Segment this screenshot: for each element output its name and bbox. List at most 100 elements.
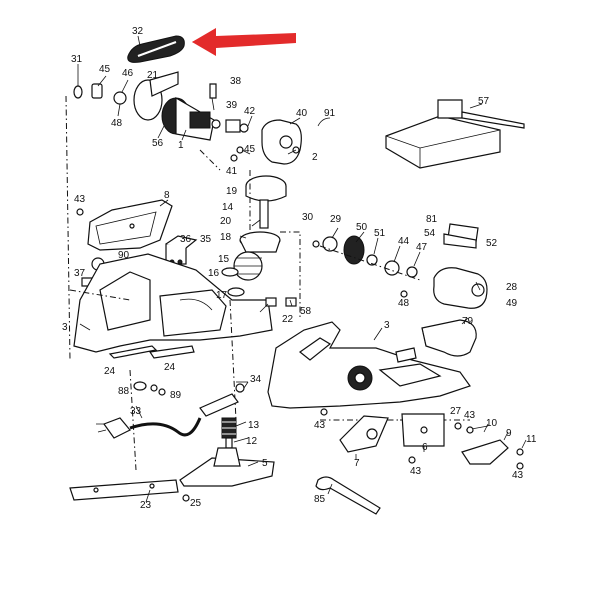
callout-18: 18 [220, 232, 232, 243]
pulley-stack [312, 235, 418, 278]
callout-52: 52 [486, 238, 498, 249]
plate-6 [401, 413, 445, 447]
callout-34: 34 [250, 374, 262, 385]
housing-left-3 [73, 253, 273, 353]
callout-39: 39 [226, 100, 238, 111]
callout-45: 45 [99, 64, 111, 75]
belt-cover-8 [87, 199, 173, 251]
callout-33: 33 [130, 406, 142, 417]
handle-34 [199, 381, 248, 417]
screw-27 [454, 422, 462, 430]
screw-45b [236, 146, 244, 154]
callout-44: 44 [398, 236, 410, 247]
callout-48b: 48 [398, 298, 410, 309]
callout-43b: 43 [314, 420, 326, 431]
callout-49: 49 [506, 298, 518, 309]
callout-56: 56 [152, 138, 164, 149]
screw-25 [182, 494, 190, 502]
callout-2: 2 [312, 152, 318, 163]
callout-51: 51 [374, 228, 386, 239]
callout-24b: 24 [164, 362, 176, 373]
callout-17: 17 [216, 290, 228, 301]
spring-13 [221, 417, 237, 449]
callout-28: 28 [506, 282, 518, 293]
callout-3b: 3 [384, 320, 390, 331]
screw-43c [466, 426, 474, 434]
plug-88-89 [133, 381, 166, 396]
callout-5: 5 [262, 458, 268, 469]
switch-36 [165, 235, 198, 265]
callout-27: 27 [450, 406, 462, 417]
field-housing-2 [261, 119, 302, 165]
depth-knob-19 [239, 175, 287, 253]
callout-45b: 45 [244, 144, 256, 155]
callout-7: 7 [354, 458, 360, 469]
screw-43b [320, 408, 328, 416]
callout-32: 32 [132, 26, 144, 37]
power-cord-33 [96, 417, 202, 439]
callout-11: 11 [526, 434, 537, 445]
callout-57: 57 [478, 96, 490, 107]
callout-81: 81 [426, 214, 438, 225]
callout-8: 8 [164, 190, 170, 201]
callout-24a: 24 [104, 366, 116, 377]
callout-6: 6 [422, 442, 428, 453]
callout-79: 79 [462, 316, 474, 327]
callout-23: 23 [140, 500, 152, 511]
callout-89: 89 [170, 390, 182, 401]
callout-16: 16 [208, 268, 220, 279]
assembly-line-8 [199, 149, 221, 171]
callout-50: 50 [356, 222, 368, 233]
callout-29: 29 [330, 214, 342, 225]
armature-assembly [73, 71, 249, 141]
callout-43d: 43 [410, 466, 422, 477]
callout-85: 85 [314, 494, 326, 505]
callout-54: 54 [424, 228, 436, 239]
handle-grip-79 [421, 319, 477, 357]
screw-48b [400, 290, 408, 298]
callout-43a: 43 [74, 194, 86, 205]
base-plate-23 [69, 479, 179, 501]
callout-30: 30 [302, 212, 314, 223]
washer-17 [227, 287, 245, 297]
clip-22 [265, 297, 277, 307]
screw-43e [516, 462, 524, 470]
screw-43d [408, 456, 416, 464]
callout-36: 36 [180, 234, 192, 245]
callout-20: 20 [220, 216, 232, 227]
callout-22: 22 [282, 314, 294, 325]
callout-88: 88 [118, 386, 130, 397]
callout-25: 25 [190, 498, 202, 509]
callout-12: 12 [246, 436, 258, 447]
bracket-81 [443, 223, 479, 249]
callout-48: 48 [111, 118, 123, 129]
motor-28 [433, 267, 488, 309]
wrench-85 [315, 476, 381, 515]
callout-3a: 3 [62, 322, 68, 333]
callout-90: 90 [118, 250, 130, 261]
screw-41 [230, 154, 238, 162]
assembly-line-2 [69, 289, 131, 301]
clip-91 [317, 117, 331, 127]
plate-7 [339, 415, 389, 453]
assembly-line-4 [280, 231, 301, 320]
callout-19: 19 [226, 186, 238, 197]
callout-10: 10 [486, 418, 498, 429]
brush-holder-38 [209, 83, 217, 111]
callout-47: 47 [416, 242, 428, 253]
callout-46: 46 [122, 68, 134, 79]
callout-21: 21 [147, 70, 159, 81]
callout-1: 1 [178, 140, 184, 151]
callout-40: 40 [296, 108, 308, 119]
plate-24b [148, 345, 195, 359]
washer-16 [221, 267, 239, 277]
callout-9: 9 [506, 428, 512, 439]
highlight-arrow-head [192, 28, 296, 56]
callout-13: 13 [248, 420, 260, 431]
assembly-line-5 [319, 245, 421, 281]
housing-right-3 [267, 321, 471, 409]
callout-42: 42 [244, 106, 256, 117]
pulley-15 [233, 251, 263, 281]
